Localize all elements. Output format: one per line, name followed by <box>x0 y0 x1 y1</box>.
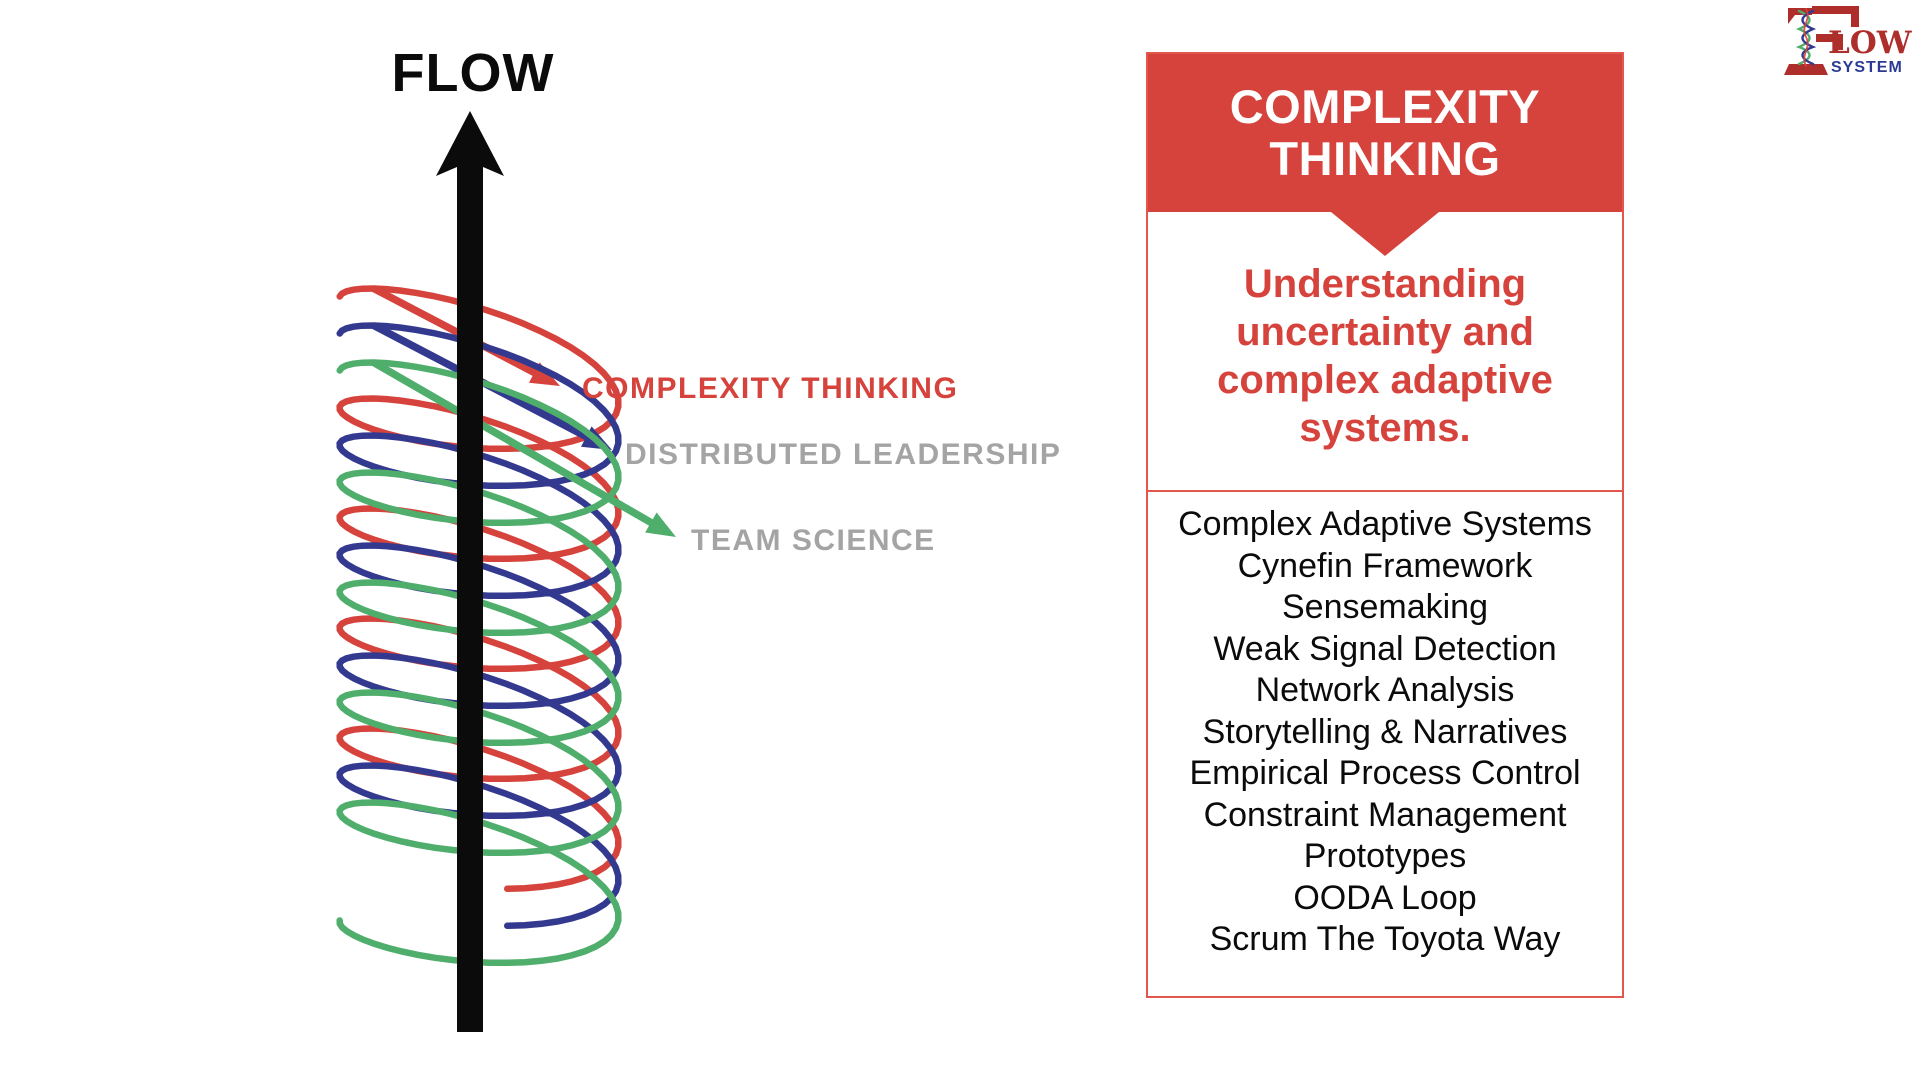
helix-strand-team-science <box>336 359 676 967</box>
panel-topic-item: Cynefin Framework <box>1237 546 1533 585</box>
flow-system-logo: LOW SYSTEM <box>1784 6 1913 76</box>
panel-topic-item: Storytelling & Narratives <box>1202 712 1568 751</box>
panel-topic-item: Complex Adaptive Systems <box>1178 505 1592 543</box>
pointer-arrowhead-team-science <box>645 512 676 537</box>
panel-subtitle-line: systems. <box>1299 406 1471 450</box>
logo-low-text: LOW <box>1828 25 1913 61</box>
panel-header-title-line: COMPLEXITY <box>1229 80 1541 133</box>
flow-arrow-title: FLOW <box>391 43 555 103</box>
panel-topic-item: Constraint Management <box>1203 795 1567 834</box>
pointer-line-team-science <box>371 359 663 532</box>
panel-topic-item: Scrum The Toyota Way <box>1209 920 1561 958</box>
panel-topic-item: Prototypes <box>1303 837 1467 875</box>
logo-dna-helix <box>1795 8 1817 67</box>
panel-topic-item: Network Analysis <box>1255 671 1515 709</box>
panel-header-title-line: THINKING <box>1269 132 1501 185</box>
logo-f-glyph <box>1784 6 1859 75</box>
strand-label-distributed-leadership: DISTRIBUTED LEADERSHIP <box>625 438 1062 471</box>
strand-label-team-science: TEAM SCIENCE <box>691 524 936 557</box>
panel-topic-item: OODA Loop <box>1293 878 1477 917</box>
panel-subtitle-line: Understanding <box>1243 262 1527 306</box>
flow-up-arrow <box>436 111 504 1032</box>
panel-subtitle-line: uncertainty and <box>1236 310 1534 354</box>
panel-subtitle-line: complex adaptive <box>1217 358 1553 402</box>
panel-topic-item: Sensemaking <box>1281 588 1488 626</box>
panel-divider <box>1148 490 1622 492</box>
panel-topic-item: Empirical Process Control <box>1189 754 1581 792</box>
panel-topic-item: Weak Signal Detection <box>1213 629 1557 668</box>
logo-system-text: SYSTEM <box>1831 59 1903 76</box>
strand-label-complexity-thinking: COMPLEXITY THINKING <box>582 372 959 405</box>
helix-coil-team-science <box>336 359 622 967</box>
panel-header-notch <box>1331 212 1439 256</box>
